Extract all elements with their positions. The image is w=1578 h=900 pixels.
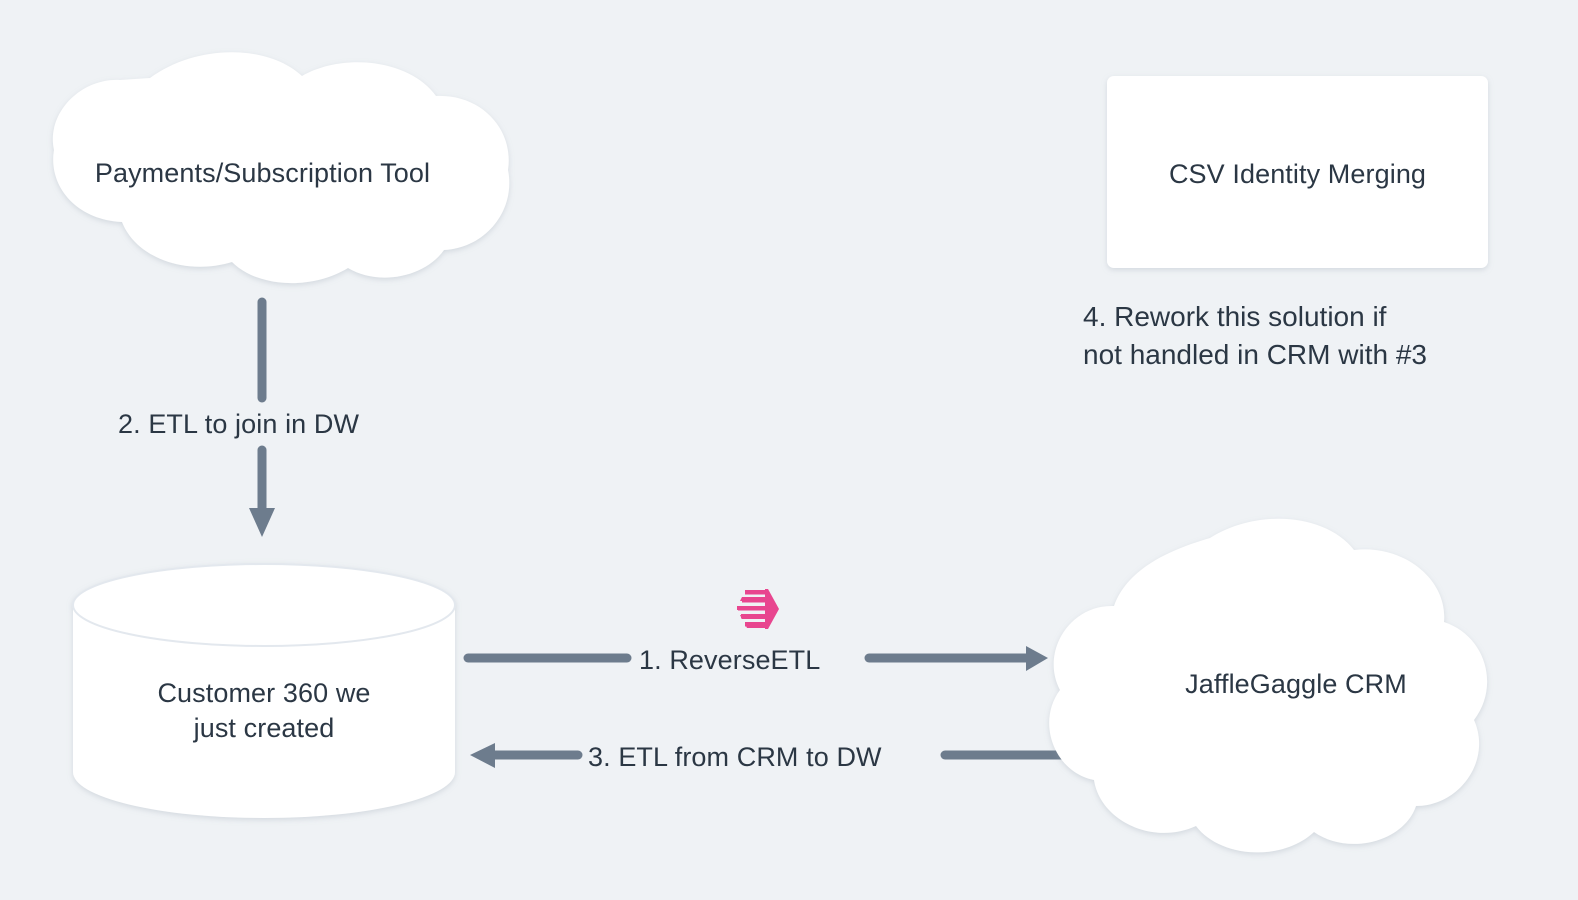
node-jafflegaggle-crm[interactable] bbox=[1049, 518, 1488, 853]
edge-label-etl-from-crm: 3. ETL from CRM to DW bbox=[583, 740, 887, 776]
node-csv-identity-merging[interactable] bbox=[1107, 76, 1488, 268]
crm-cloud-shape bbox=[1049, 518, 1488, 853]
csv-identity-rect-shape bbox=[1107, 76, 1488, 268]
edge-etl-from-crm bbox=[470, 743, 1073, 768]
edge-etl-from-crm-arrowhead-left-icon bbox=[470, 743, 495, 768]
payments-cloud-shape bbox=[52, 52, 510, 284]
edge-reverse-etl bbox=[463, 646, 1048, 671]
edge-reverse-etl-arrowhead-right-icon bbox=[1026, 646, 1048, 671]
edge-label-reverse-etl: 1. ReverseETL bbox=[634, 643, 826, 679]
node-payments-subscription-tool[interactable] bbox=[52, 52, 510, 284]
annotation-rework-note: 4. Rework this solution if not handled i… bbox=[1083, 301, 1427, 371]
hightouch-logo-icon bbox=[737, 589, 779, 629]
edge-etl-join-arrowhead-down-icon bbox=[249, 508, 275, 537]
customer-360-cylinder-body bbox=[73, 605, 455, 818]
edge-etl-join bbox=[249, 297, 275, 537]
customer-360-cylinder-top bbox=[72, 563, 456, 647]
edge-label-etl-join: 2. ETL to join in DW bbox=[113, 407, 365, 443]
node-customer-360[interactable] bbox=[72, 563, 456, 818]
